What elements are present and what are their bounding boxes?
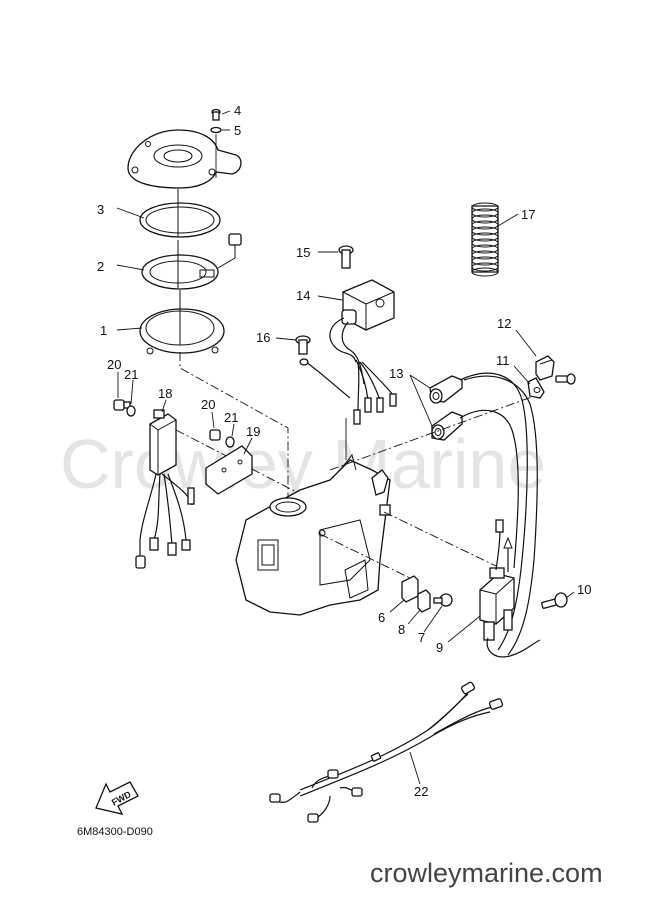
leader-22: [409, 751, 421, 785]
plug-cap-part-13-upper[interactable]: [429, 375, 463, 404]
callout-13: 13: [389, 366, 403, 381]
cap-part-12[interactable]: [535, 355, 555, 381]
leader-13b: [409, 374, 433, 427]
ref-line-stator: [179, 352, 289, 500]
cdi-unit-part-18[interactable]: [149, 409, 177, 476]
callout-9: 9: [436, 640, 443, 655]
engine-block: [235, 453, 391, 616]
leader-18: [161, 399, 167, 413]
fwd-arrow-icon: FWD: [95, 781, 139, 815]
bolt-part-15[interactable]: [338, 245, 354, 269]
bolt-part-7[interactable]: [433, 593, 453, 607]
leader-4: [221, 110, 231, 115]
pin-part[interactable]: [217, 233, 242, 269]
callout-17: 17: [521, 207, 535, 222]
leader-16: [275, 337, 297, 341]
callout-7: 7: [418, 630, 425, 645]
high-tension-cords: [459, 372, 538, 656]
bolt-part-20-right[interactable]: [209, 429, 221, 441]
callout-11: 11: [496, 353, 510, 368]
callout-21-left: 21: [124, 367, 138, 382]
spacer-part-8[interactable]: [417, 589, 431, 613]
leader-14: [317, 295, 343, 301]
leader-7: [423, 605, 443, 633]
leader-13a: [409, 374, 431, 389]
screw-part-clamp[interactable]: [555, 373, 576, 385]
bolt-part-16[interactable]: [295, 335, 311, 366]
washer-part-21-left[interactable]: [126, 405, 136, 417]
ignition-coil-part-9[interactable]: [479, 567, 515, 641]
callout-21-right: 21: [224, 410, 238, 425]
callout-14: 14: [296, 288, 310, 303]
callout-3: 3: [97, 202, 104, 217]
leader-3: [116, 207, 145, 219]
screw-part-4[interactable]: [211, 108, 221, 121]
callout-16: 16: [256, 330, 270, 345]
ring-part-1[interactable]: [139, 290, 225, 355]
callout-5: 5: [234, 123, 241, 138]
leader-17: [497, 213, 519, 227]
bolt-part-10[interactable]: [541, 592, 568, 609]
washer-part-21-right[interactable]: [225, 436, 235, 448]
diagram-code: 6M84300-D090: [77, 826, 153, 838]
leader-9: [447, 615, 481, 643]
callout-1: 1: [100, 323, 107, 338]
callout-8: 8: [398, 622, 405, 637]
callout-19: 19: [246, 424, 260, 439]
callout-2: 2: [97, 259, 104, 274]
leader-8: [407, 609, 421, 625]
ref-line-coil: [383, 511, 497, 567]
callout-20-right: 20: [201, 397, 215, 412]
callout-10: 10: [577, 582, 591, 597]
wire-harness-part-22[interactable]: [269, 681, 504, 823]
callout-18: 18: [158, 386, 172, 401]
callout-6: 6: [378, 610, 385, 625]
bracket-part-19[interactable]: [205, 445, 253, 495]
callout-20-left: 20: [107, 357, 121, 372]
leader-19: [243, 437, 253, 455]
washer-part-5[interactable]: [210, 126, 222, 134]
leader-12: [515, 329, 537, 357]
callout-4: 4: [234, 103, 241, 118]
callout-15: 15: [296, 245, 310, 260]
leader-21b: [231, 423, 235, 437]
leader-1: [116, 327, 143, 331]
callout-22: 22: [414, 784, 428, 799]
callout-labels: 4 5 3 2 1 20 21 18 20 21 19 15 14 16 13 …: [97, 103, 591, 799]
bracket-part-6[interactable]: [401, 575, 419, 603]
coil-wire-harness: [305, 317, 397, 425]
leader-10: [565, 591, 575, 599]
stator-plate[interactable]: [127, 129, 242, 189]
clamp-part-11[interactable]: [527, 377, 545, 399]
callout-12: 12: [497, 316, 511, 331]
leader-11: [513, 365, 531, 385]
coil-ring-part-2[interactable]: [141, 240, 219, 290]
ring-part-3[interactable]: [139, 189, 221, 238]
leader-21a: [130, 379, 134, 405]
bolt-part-20-left[interactable]: [113, 399, 131, 411]
coil-leads: [486, 519, 541, 658]
ignition-coil-part-14[interactable]: [341, 279, 395, 331]
cdi-wire-harness: [135, 473, 195, 569]
plug-cap-part-13-lower[interactable]: [431, 411, 463, 441]
site-footer[interactable]: crowleymarine.com: [370, 858, 603, 888]
grommet-part-17[interactable]: [471, 202, 499, 277]
leader-2: [116, 264, 145, 271]
ref-line-clamp: [329, 393, 541, 471]
leader-20b: [211, 411, 215, 429]
leader-6: [389, 599, 405, 613]
